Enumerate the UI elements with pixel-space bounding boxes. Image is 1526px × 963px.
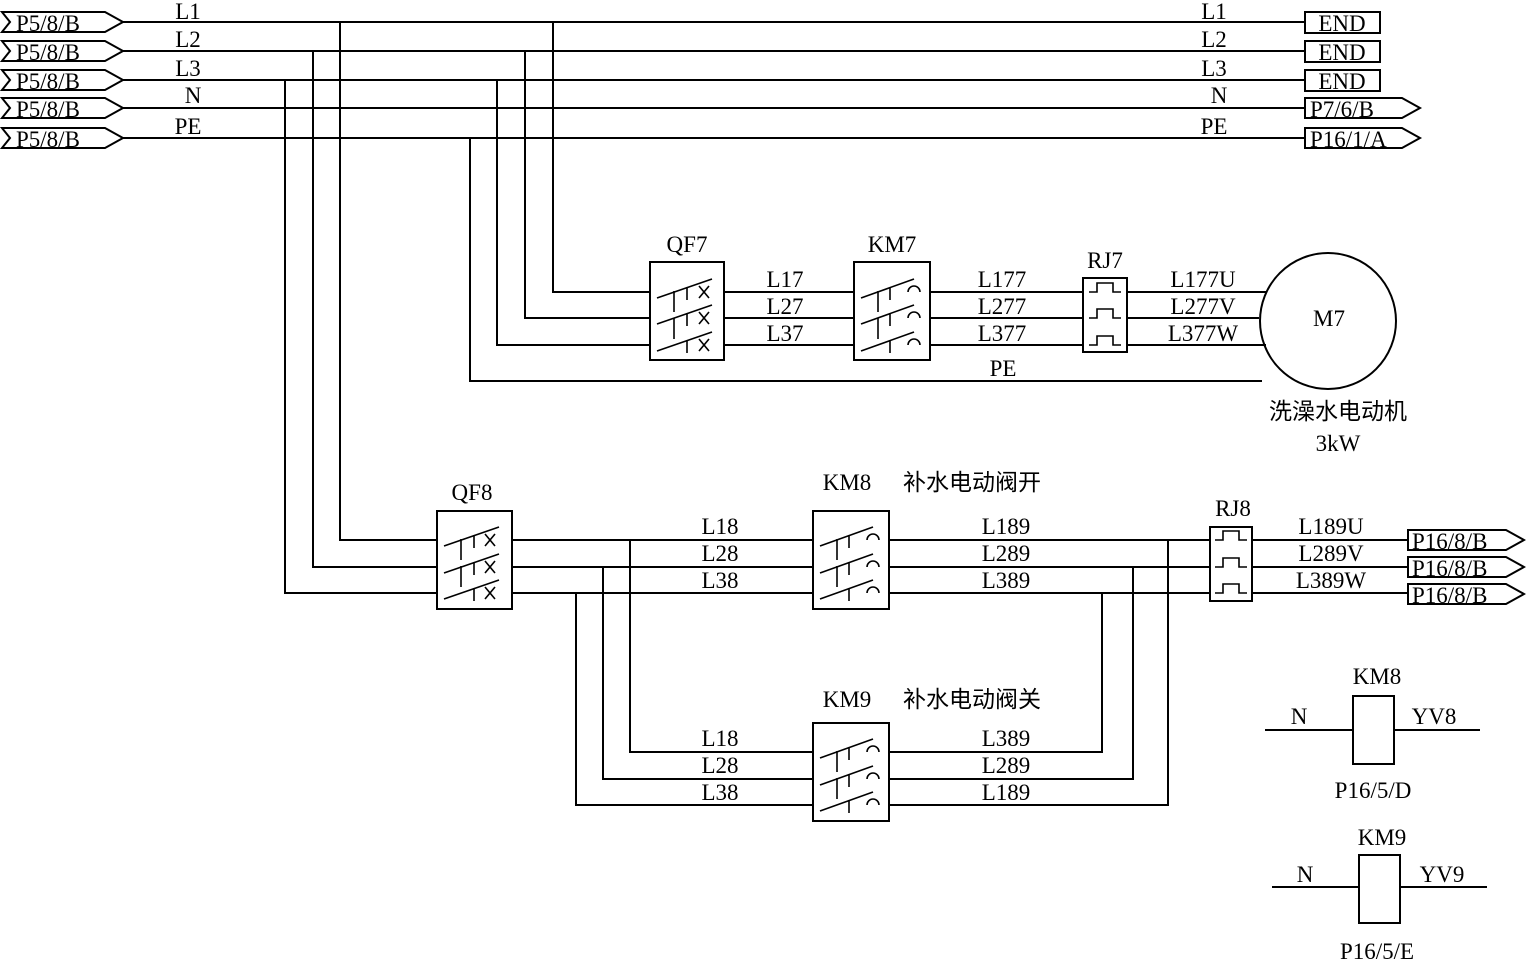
motor-name: 洗澡水电动机 — [1269, 399, 1407, 424]
pe-label: PE — [990, 356, 1017, 381]
wire-label: L27 — [766, 294, 803, 319]
right-ref-label: P16/1/A — [1310, 127, 1387, 152]
left-ref-label: P5/8/B — [16, 97, 80, 122]
left-ref-tag: P5/8/B — [0, 127, 126, 152]
left-ref-label: P5/8/B — [16, 69, 80, 94]
bus-label: L2 — [1201, 27, 1227, 52]
end-tag-label: END — [1318, 40, 1365, 65]
main-bus — [122, 21, 1305, 139]
bus-labels-left: L1 L2 L3 N PE — [175, 0, 202, 139]
coil-ref: P16/5/D — [1335, 778, 1412, 803]
left-ref-label: P5/8/B — [16, 127, 80, 152]
wire-label: L389 — [982, 568, 1031, 593]
wire-label: L189U — [1298, 514, 1364, 539]
coil-km9: KM9 N YV9 P16/5/E — [1272, 825, 1487, 963]
wire-label: L38 — [701, 568, 738, 593]
coil-km8: KM8 N YV8 P16/5/D — [1265, 664, 1480, 803]
right-ref-tags: END END END P7/6/B P16/1/A — [1304, 11, 1423, 152]
left-ref-tag: P5/8/B — [0, 69, 126, 94]
wire-label: L289V — [1298, 541, 1364, 566]
bus-label: L3 — [1201, 56, 1227, 81]
coil-right-label: YV9 — [1420, 862, 1465, 887]
end-tag-label: END — [1318, 11, 1365, 36]
coil-name: KM8 — [1353, 664, 1402, 689]
motor-power: 3kW — [1316, 431, 1361, 456]
km7-label: KM7 — [868, 232, 917, 257]
left-ref-tag: P5/8/B — [0, 40, 126, 65]
qf7-label: QF7 — [667, 232, 708, 257]
breaker-qf7: QF7 — [649, 232, 725, 361]
bus-label: N — [1211, 83, 1228, 108]
coil-left-label: N — [1297, 862, 1314, 887]
output-ref-label: P16/8/B — [1412, 583, 1487, 608]
end-tag: END — [1304, 40, 1381, 65]
output-ref-tag: P16/8/B — [1407, 556, 1526, 581]
bus-label: N — [185, 83, 202, 108]
wire-label: L389 — [982, 726, 1031, 751]
bus-label: L2 — [175, 27, 201, 52]
km9-label: KM9 — [823, 687, 872, 712]
wire-label: L289 — [982, 753, 1031, 778]
valve-branch: QF8 KM8 补水电动阀开 — [284, 22, 1526, 822]
coil-name: KM9 — [1358, 825, 1407, 850]
wire-label: L389W — [1296, 568, 1367, 593]
wire-label: L177U — [1170, 267, 1236, 292]
wire-label: L277 — [978, 294, 1027, 319]
end-tag: END — [1304, 69, 1381, 94]
wire-label: L177 — [978, 267, 1027, 292]
rj8-label: RJ8 — [1215, 496, 1251, 521]
contactor-km8: KM8 补水电动阀开 — [812, 470, 1041, 610]
coil-left-label: N — [1291, 704, 1308, 729]
right-ref-label: P7/6/B — [1310, 97, 1374, 122]
bus-label: L1 — [175, 0, 201, 24]
wire-label: L277V — [1170, 294, 1236, 319]
left-ref-label: P5/8/B — [16, 11, 80, 36]
motor-m7: M7 洗澡水电动机 3kW — [1259, 252, 1407, 456]
bus-label: L3 — [175, 56, 201, 81]
right-ref-tag: P16/1/A — [1304, 127, 1423, 152]
output-ref-tag: P16/8/B — [1407, 583, 1526, 608]
output-ref-tag: P16/8/B — [1407, 529, 1526, 554]
wire-label: L289 — [982, 541, 1031, 566]
thermal-relay-rj8: RJ8 — [1209, 496, 1253, 602]
wire-label: L28 — [701, 541, 738, 566]
km9-caption: 补水电动阀关 — [903, 687, 1041, 712]
km8-label: KM8 — [823, 470, 872, 495]
left-ref-tag: P5/8/B — [0, 11, 126, 36]
wire-label: L28 — [701, 753, 738, 778]
wire-label: L377W — [1168, 321, 1239, 346]
contactor-km7: KM7 — [853, 232, 931, 361]
wire-label: L377 — [978, 321, 1027, 346]
left-ref-label: P5/8/B — [16, 40, 80, 65]
contactor-km9: KM9 补水电动阀关 — [812, 687, 1041, 822]
wire-label: L189 — [982, 514, 1031, 539]
thermal-relay-rj7: RJ7 — [1082, 248, 1128, 353]
coil-ref: P16/5/E — [1340, 939, 1414, 963]
wire-label: L17 — [766, 267, 803, 292]
output-ref-label: P16/8/B — [1412, 556, 1487, 581]
wire-label: L38 — [701, 780, 738, 805]
right-ref-tag: P7/6/B — [1304, 97, 1423, 122]
left-ref-tag: P5/8/B — [0, 97, 126, 122]
motor-branch: QF7 KM7 — [469, 22, 1407, 456]
output-ref-label: P16/8/B — [1412, 529, 1487, 554]
end-tag: END — [1304, 11, 1381, 36]
rj7-label: RJ7 — [1087, 248, 1123, 273]
end-tag-label: END — [1318, 69, 1365, 94]
bus-label: PE — [1201, 114, 1228, 139]
left-ref-tags: P5/8/B P5/8/B P5/8/B P5/8/B P5/8/B — [0, 11, 126, 152]
breaker-qf8: QF8 — [436, 480, 513, 610]
wire-label: L18 — [701, 514, 738, 539]
wire-label: L37 — [766, 321, 803, 346]
bus-labels-right: L1 L2 L3 N PE — [1201, 0, 1228, 139]
bus-label: L1 — [1201, 0, 1227, 24]
km8-caption: 补水电动阀开 — [903, 470, 1041, 495]
bus-label: PE — [175, 114, 202, 139]
wire-label: L189 — [982, 780, 1031, 805]
motor-id: M7 — [1313, 306, 1345, 331]
wire-label: L18 — [701, 726, 738, 751]
qf8-label: QF8 — [452, 480, 493, 505]
coil-right-label: YV8 — [1412, 704, 1457, 729]
